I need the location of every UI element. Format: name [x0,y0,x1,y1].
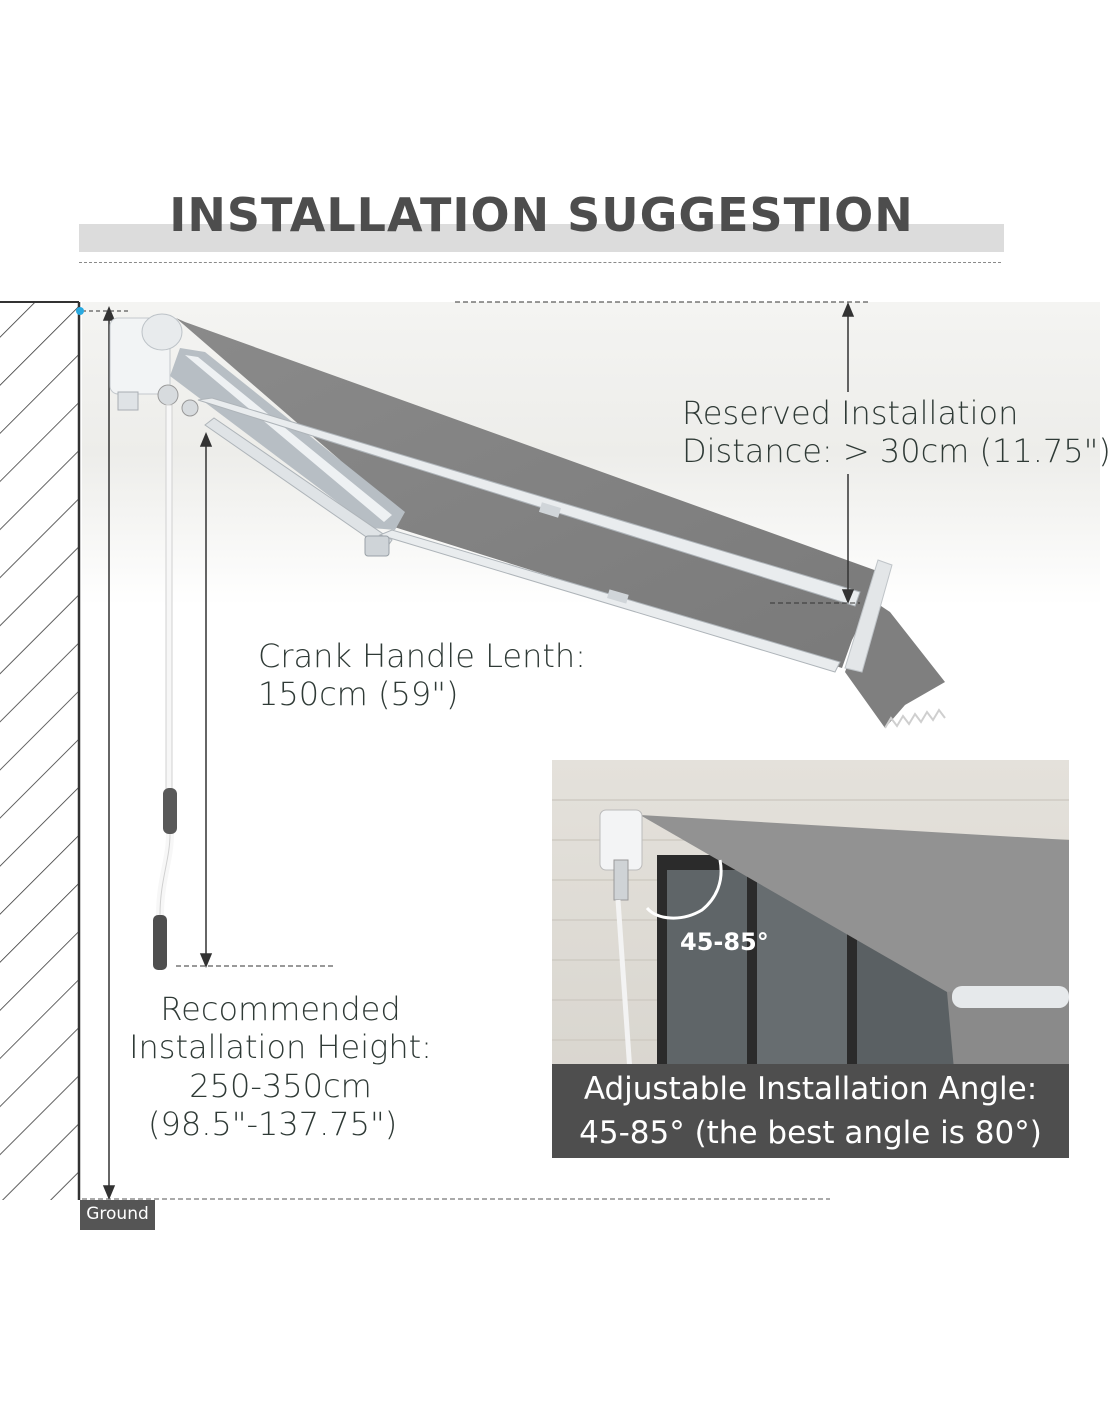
anchor-dot [76,307,84,315]
height-line4: (98.5"-137.75") [148,1105,398,1144]
height-line1: Recommended [160,990,401,1028]
front-bar [844,559,893,673]
angle-caption-banner: Adjustable Installation Angle: 45-85° (t… [552,1064,1069,1158]
installation-height-label: Recommended Installation Height: 250-350… [128,990,433,1144]
reserved-distance-line2: Distance: > 30cm (11.75") [682,432,1111,471]
angle-caption-line1: Adjustable Installation Angle: [583,1071,1038,1107]
title-highlight-band [79,224,1004,252]
crank-length-dimension [176,432,335,968]
height-dimension-arrow [82,306,130,1200]
page-title: INSTALLATION SUGGESTION [169,188,914,242]
height-line2: Installation Height: [129,1028,432,1067]
wall-section [0,301,81,1200]
folding-arms [197,397,861,673]
crank-handle [153,404,177,970]
ground-tag: Ground [80,1200,155,1230]
roller-tube [170,348,405,530]
crank-length-line1: Crank Handle Lenth: [258,637,586,675]
title-divider [79,262,1001,263]
reserved-distance-dimension [455,301,870,604]
crank-length-line2: 150cm (59") [258,675,459,714]
crank-length-label: Crank Handle Lenth: 150cm (59") [258,637,586,714]
wall-bracket [109,313,199,417]
angle-caption-line2: 45-85° (the best angle is 80°) [579,1115,1042,1151]
angle-arc-label: 45-85° [680,928,769,956]
height-line3: 250-350cm [189,1066,372,1105]
reserved-distance-label: Reserved Installation Distance: > 30cm (… [682,394,1111,471]
reserved-distance-line1: Reserved Installation [682,394,1019,432]
